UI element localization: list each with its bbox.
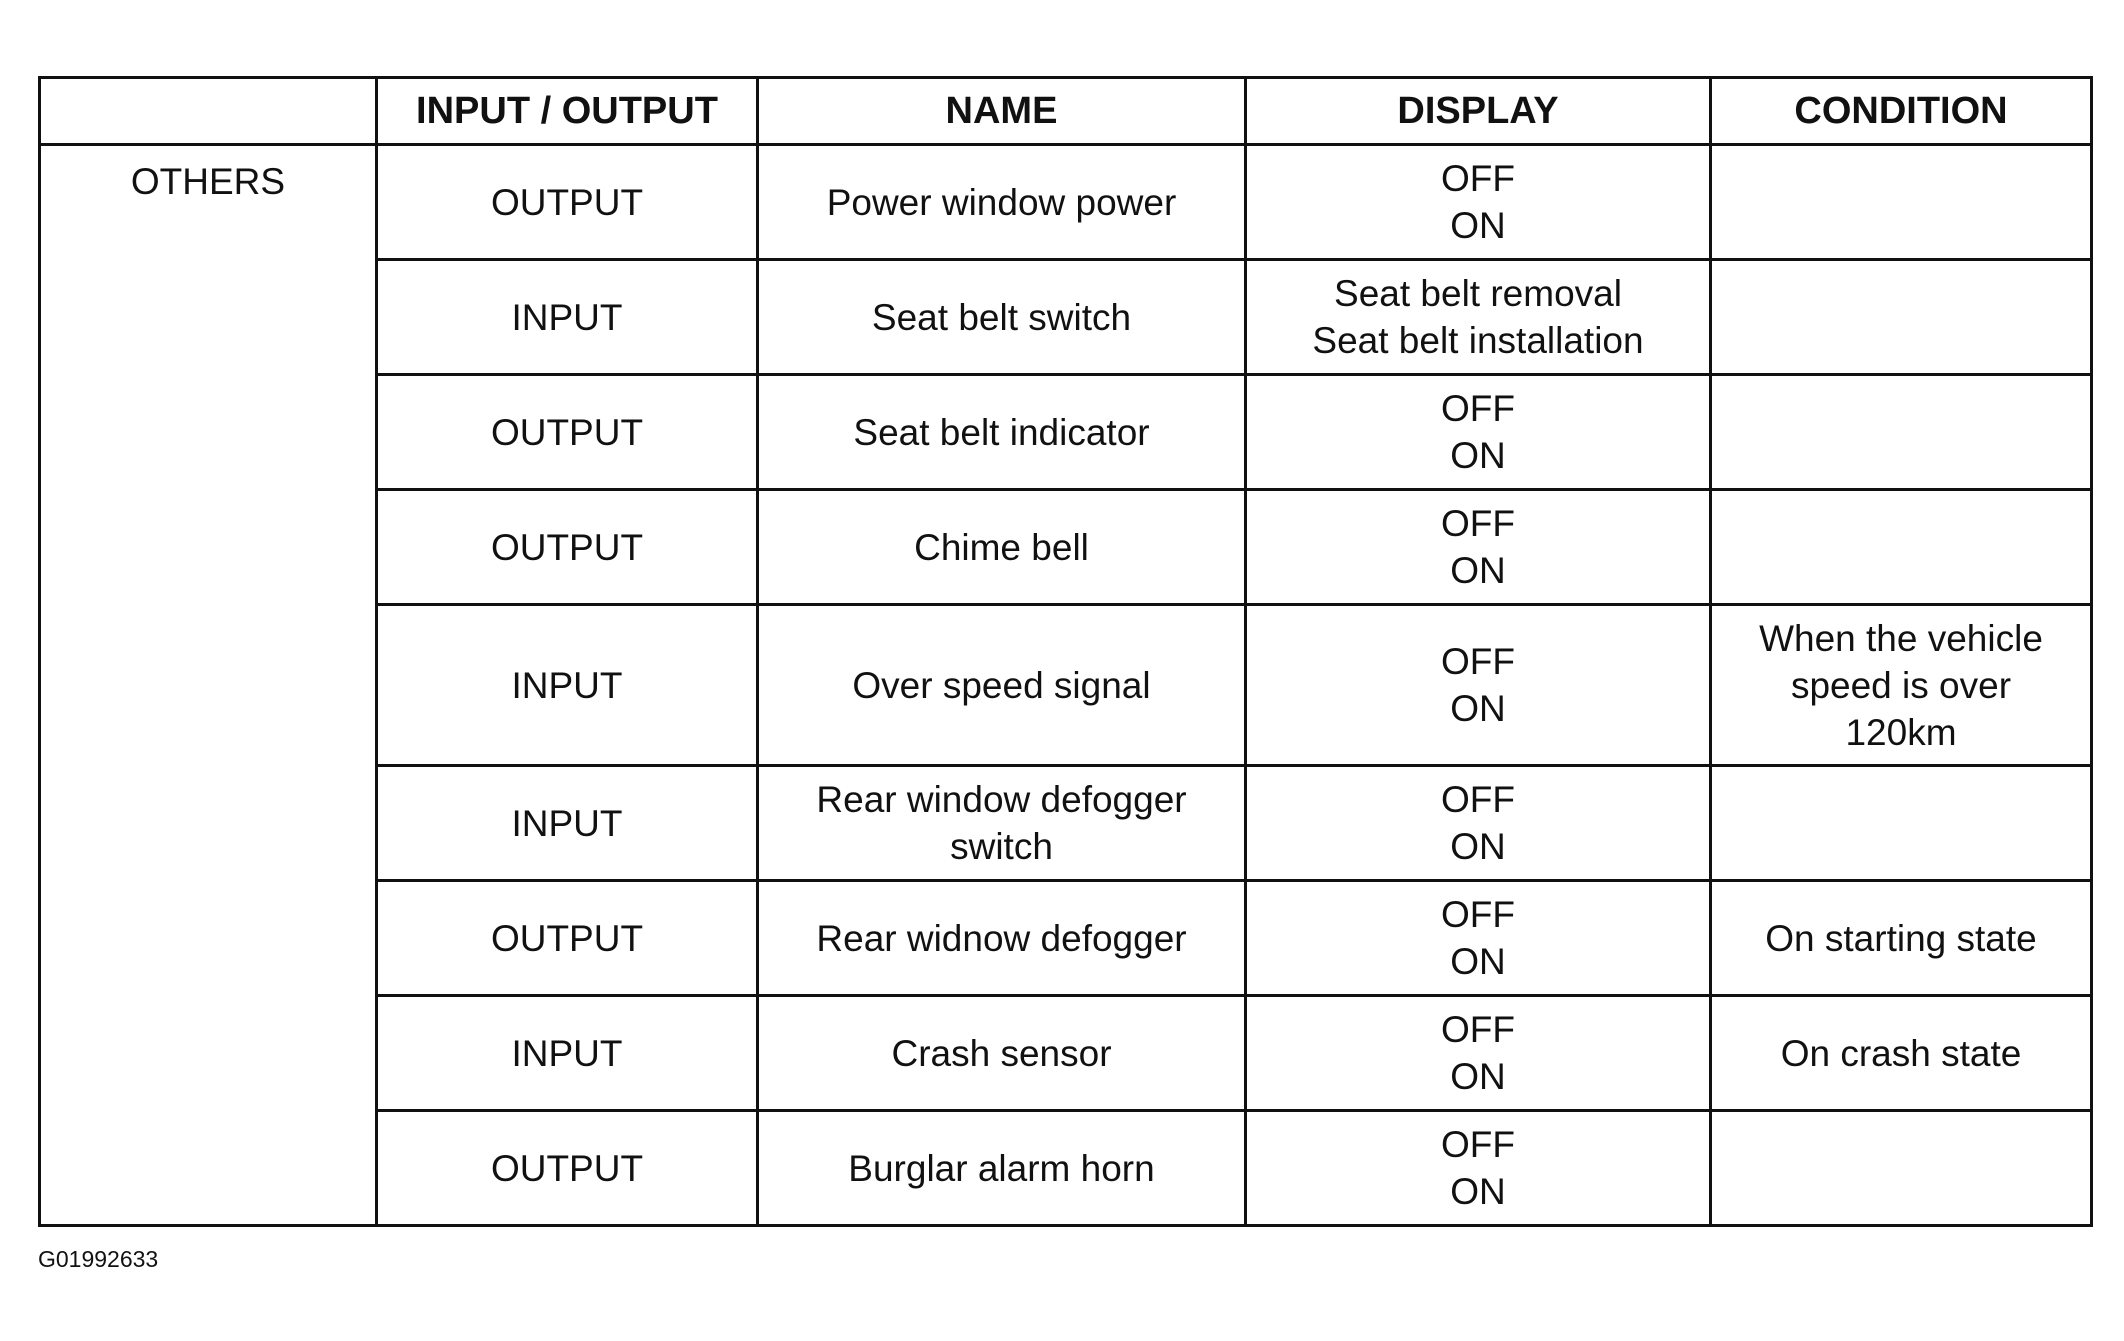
display-cell: Seat belt removal Seat belt installation [1244, 258, 1712, 376]
name-cell: Seat belt switch [756, 258, 1247, 376]
io-cell: OUTPUT [375, 488, 759, 606]
io-cell: INPUT [375, 258, 759, 376]
header-display: DISPLAY [1244, 76, 1712, 146]
table-row: OUTPUT Burglar alarm horn OFF ON [40, 1109, 2093, 1227]
display-cell: OFF ON [1244, 488, 1712, 606]
table-row: INPUT Seat belt switch Seat belt removal… [40, 258, 2093, 376]
table-row: OUTPUT Seat belt indicator OFF ON [40, 373, 2093, 491]
condition-cell: When the vehicle speed is over 120km [1709, 603, 2093, 767]
name-cell: Rear widnow defogger [756, 879, 1247, 997]
table-row: INPUT Rear window defogger switch OFF ON [40, 764, 2093, 882]
condition-cell [1709, 143, 2093, 261]
io-cell: INPUT [375, 994, 759, 1112]
figure-id: G01992633 [38, 1246, 159, 1272]
name-cell: Seat belt indicator [756, 373, 1247, 491]
table-row: INPUT Crash sensor OFF ON On crash state [40, 994, 2093, 1112]
condition-cell: On crash state [1709, 994, 2093, 1112]
name-cell: Rear window defogger switch [756, 764, 1247, 882]
io-cell: OUTPUT [375, 373, 759, 491]
display-cell: OFF ON [1244, 603, 1712, 767]
condition-cell [1709, 488, 2093, 606]
spec-table-container: INPUT / OUTPUT NAME DISPLAY CONDITION OT… [38, 76, 2093, 1227]
io-cell: INPUT [375, 603, 759, 767]
io-spec-table: INPUT / OUTPUT NAME DISPLAY CONDITION OT… [38, 76, 2093, 1227]
table-row: OUTPUT Rear widnow defogger OFF ON On st… [40, 879, 2093, 997]
name-cell: Crash sensor [756, 994, 1247, 1112]
group-label: OTHERS [38, 143, 378, 1227]
condition-cell [1709, 373, 2093, 491]
condition-cell [1709, 258, 2093, 376]
io-cell: OUTPUT [375, 879, 759, 997]
display-cell: OFF ON [1244, 879, 1712, 997]
io-cell: OUTPUT [375, 1109, 759, 1227]
display-cell: OFF ON [1244, 143, 1712, 261]
condition-cell [1709, 1109, 2093, 1227]
io-cell: INPUT [375, 764, 759, 882]
name-cell: Chime bell [756, 488, 1247, 606]
header-condition: CONDITION [1709, 76, 2093, 146]
name-cell: Burglar alarm horn [756, 1109, 1247, 1227]
table-row: INPUT Over speed signal OFF ON When the … [40, 603, 2093, 767]
header-row: INPUT / OUTPUT NAME DISPLAY CONDITION [38, 76, 2093, 146]
header-name: NAME [756, 76, 1247, 146]
name-cell: Power window power [756, 143, 1247, 261]
display-cell: OFF ON [1244, 373, 1712, 491]
name-cell: Over speed signal [756, 603, 1247, 767]
io-cell: OUTPUT [375, 143, 759, 261]
header-group [38, 76, 378, 146]
display-cell: OFF ON [1244, 994, 1712, 1112]
table-row: OTHERS OUTPUT Power window power OFF ON [38, 143, 2093, 1227]
display-cell: OFF ON [1244, 764, 1712, 882]
condition-cell: On starting state [1709, 879, 2093, 997]
condition-cell [1709, 764, 2093, 882]
table-row: OUTPUT Chime bell OFF ON [40, 488, 2093, 606]
display-cell: OFF ON [1244, 1109, 1712, 1227]
header-input-output: INPUT / OUTPUT [375, 76, 759, 146]
